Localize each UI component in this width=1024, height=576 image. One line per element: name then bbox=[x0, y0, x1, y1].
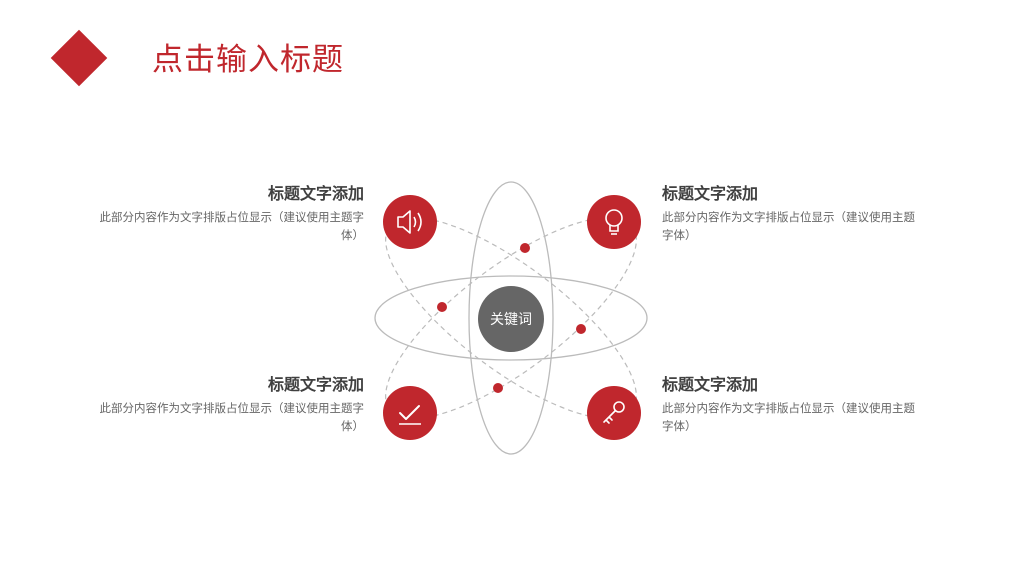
item-block-bottom-left: 标题文字添加 此部分内容作为文字排版占位显示（建议使用主题字体） bbox=[94, 374, 365, 435]
electron-dot bbox=[576, 324, 586, 334]
item-title: 标题文字添加 bbox=[662, 184, 759, 203]
checkmark-icon bbox=[383, 386, 437, 440]
item-block-top-right: 标题文字添加 此部分内容作为文字排版占位显示（建议使用主题字体） bbox=[662, 183, 924, 244]
electron-dot bbox=[437, 302, 447, 312]
page-title: 点击输入标题 bbox=[152, 42, 344, 78]
key-icon bbox=[587, 386, 641, 440]
item-block-bottom-right: 标题文字添加 此部分内容作为文字排版占位显示（建议使用主题字体） bbox=[662, 374, 924, 435]
item-desc: 此部分内容作为文字排版占位显示（建议使用主题字体） bbox=[662, 210, 915, 242]
item-desc: 此部分内容作为文字排版占位显示（建议使用主题字体） bbox=[99, 401, 365, 433]
center-keyword: 关键词 bbox=[490, 312, 532, 328]
electron-dot bbox=[493, 383, 503, 393]
electron-dot bbox=[520, 243, 530, 253]
orbit-horizontal bbox=[374, 275, 648, 361]
center-circle bbox=[478, 286, 544, 352]
orbit-vertical bbox=[468, 181, 554, 455]
item-title: 标题文字添加 bbox=[267, 375, 364, 394]
item-title: 标题文字添加 bbox=[267, 184, 364, 203]
item-title: 标题文字添加 bbox=[662, 375, 759, 394]
item-desc: 此部分内容作为文字排版占位显示（建议使用主题字体） bbox=[662, 401, 915, 433]
lightbulb-icon bbox=[587, 195, 641, 249]
speaker-icon bbox=[383, 195, 437, 249]
item-block-top-left: 标题文字添加 此部分内容作为文字排版占位显示（建议使用主题字体） bbox=[94, 183, 365, 244]
item-desc: 此部分内容作为文字排版占位显示（建议使用主题字体） bbox=[99, 210, 365, 242]
